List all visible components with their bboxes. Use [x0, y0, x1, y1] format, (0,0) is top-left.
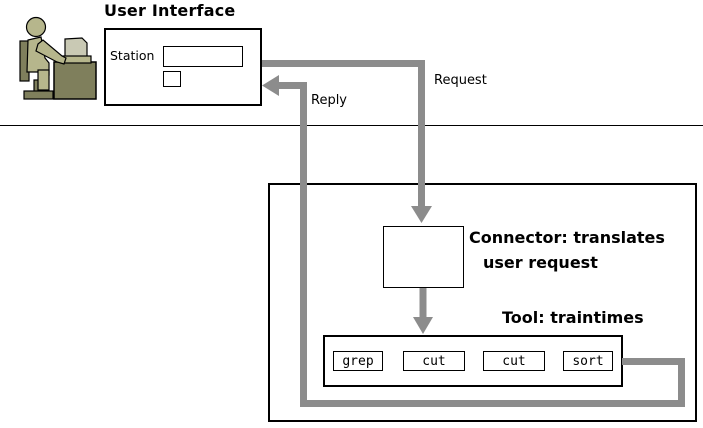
small-input-box[interactable] — [163, 71, 181, 87]
command-box-cut-1: cut — [403, 351, 465, 371]
command-box-cut-2: cut — [483, 351, 545, 371]
page-title: User Interface — [104, 1, 236, 20]
connector-box — [383, 226, 464, 288]
request-arrow-label: Request — [434, 73, 487, 88]
command-box-sort: sort — [563, 351, 613, 371]
command-box-grep: grep — [333, 351, 383, 371]
connector-caption-line2: user request — [483, 253, 598, 272]
reply-arrowhead-icon — [262, 75, 279, 96]
reply-arrow-label: Reply — [311, 93, 348, 108]
station-input[interactable] — [163, 46, 243, 67]
station-label: Station — [110, 48, 155, 63]
ui-panel-box — [104, 28, 262, 106]
connector-caption-line1: Connector: translates — [469, 228, 665, 247]
user-at-computer-icon — [19, 16, 97, 100]
tool-caption: Tool: traintimes — [502, 308, 644, 327]
page-divider — [0, 125, 703, 126]
